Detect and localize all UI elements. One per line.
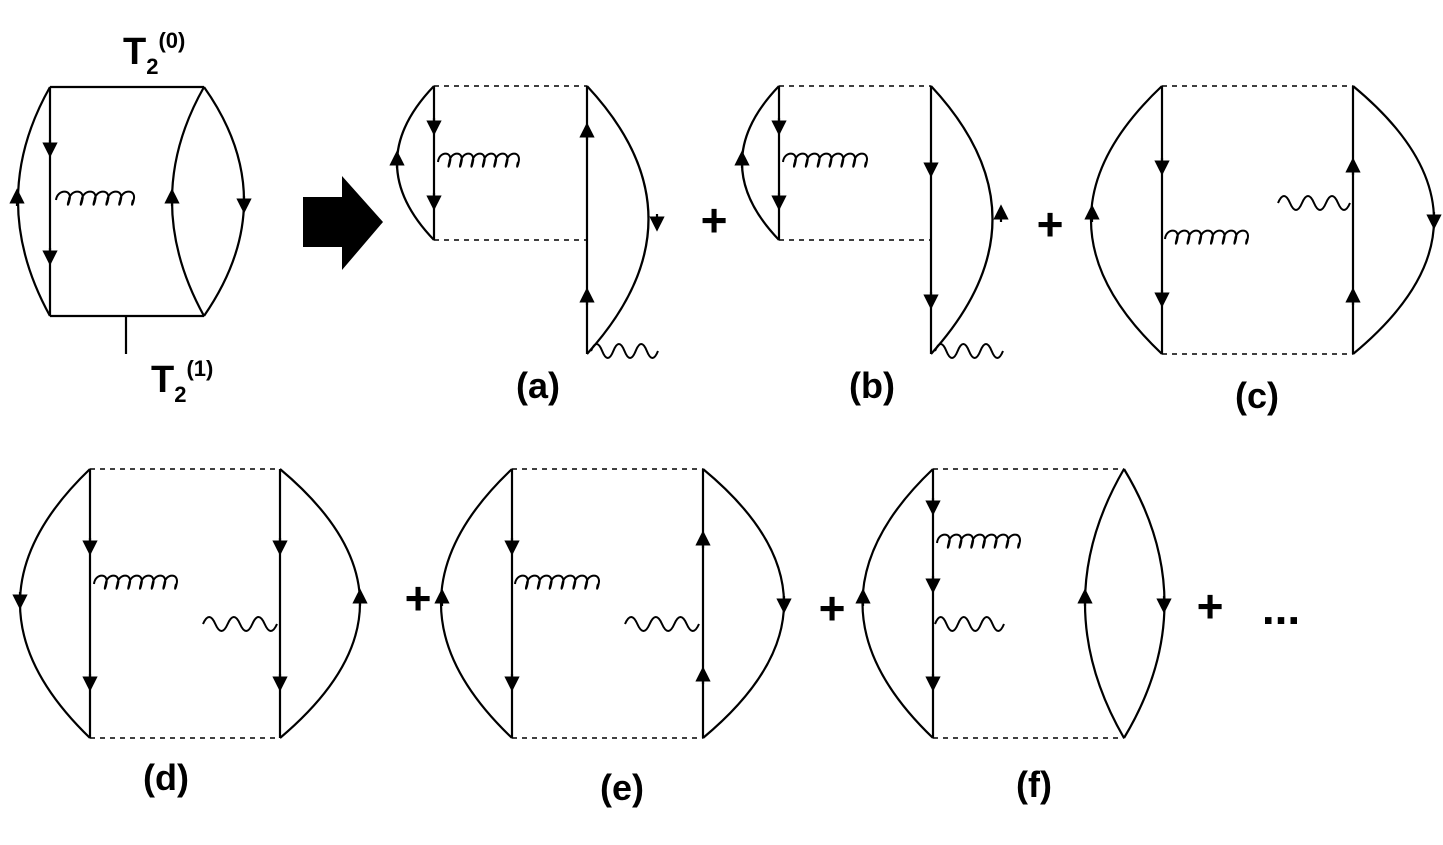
t2-arrowheads xyxy=(9,140,252,266)
fermion-arc xyxy=(586,85,650,355)
fermion-arc xyxy=(1083,468,1125,739)
fermion-arc xyxy=(930,85,994,355)
gluon-line xyxy=(437,152,520,168)
diagram-a-label: (a) xyxy=(516,365,560,406)
t2-right-inner-arc xyxy=(170,86,205,317)
fermion-arc xyxy=(1123,468,1166,739)
diagram-f-label: (f) xyxy=(1016,764,1052,805)
gluon-line xyxy=(936,533,1021,549)
fermion-arc xyxy=(19,468,91,739)
photon-line xyxy=(590,343,659,359)
diagram-d xyxy=(12,468,368,739)
diagram-c-label: (c) xyxy=(1235,375,1279,416)
photon-line xyxy=(202,616,278,632)
diagram-a xyxy=(389,85,665,359)
diagram-f xyxy=(855,468,1172,739)
t2-zero-label: T2(0) xyxy=(123,28,185,79)
photon-line xyxy=(624,616,700,632)
photon-line xyxy=(1277,195,1351,211)
diagram-b xyxy=(734,85,1009,359)
photon-line xyxy=(934,343,1004,359)
fermion-arc xyxy=(702,468,786,739)
t2-left-arc xyxy=(16,86,51,317)
photon-line xyxy=(934,616,1005,632)
plus-sign: + xyxy=(819,582,846,634)
ellipsis: ... xyxy=(1262,582,1300,634)
plus-sign: + xyxy=(405,572,432,624)
t2-one-label: T2(1) xyxy=(151,356,213,407)
t2-right-outer-arc xyxy=(203,86,245,317)
fermion-arc xyxy=(279,468,362,739)
diagram-e-label: (e) xyxy=(600,767,644,808)
diagram-b-label: (b) xyxy=(849,365,895,406)
fermion-arc xyxy=(1090,85,1163,355)
right-arrow-icon xyxy=(303,176,383,270)
gluon-line xyxy=(55,190,136,206)
fermion-arc xyxy=(1352,85,1436,355)
gluon-line xyxy=(1164,229,1249,245)
diagram-c xyxy=(1084,85,1442,355)
t2-source-diagram xyxy=(9,85,252,354)
gluon-line xyxy=(514,574,600,590)
diagram-e xyxy=(434,468,792,739)
gluon-line xyxy=(93,574,178,590)
fermion-arc xyxy=(440,468,513,739)
plus-sign: + xyxy=(1197,580,1224,632)
plus-sign: + xyxy=(1037,198,1064,250)
diagram-d-label: (d) xyxy=(143,757,189,798)
gluon-line xyxy=(782,152,868,168)
fermion-arc xyxy=(861,468,934,739)
plus-sign: + xyxy=(701,194,728,246)
fermion-arc xyxy=(740,85,780,241)
fermion-arc xyxy=(395,85,435,241)
